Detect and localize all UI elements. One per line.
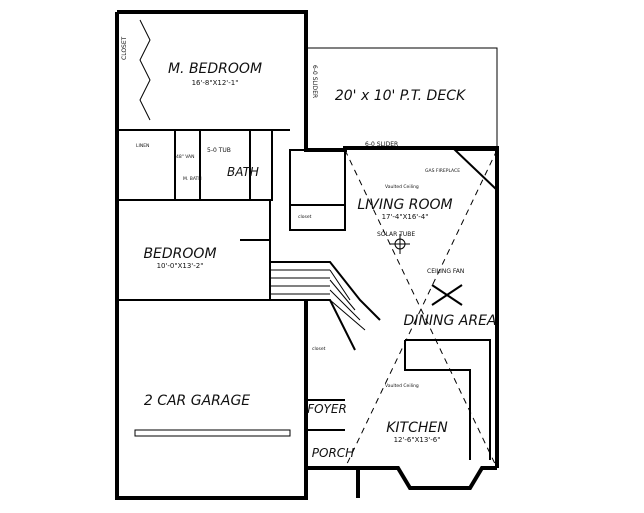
bedroom-dims: 10'-0"X13'-2": [157, 262, 204, 270]
garage-door: [134, 429, 291, 437]
foyer-title: FOYER: [307, 402, 347, 416]
kitchen-ceiling: Vaulted Ceiling: [385, 383, 419, 389]
master-bedroom-title: M. BEDROOM: [168, 61, 262, 77]
closet-label-1: closet: [298, 214, 312, 220]
master-bath-label: M. BATH: [183, 176, 202, 182]
kitchen-dims: 12'-6"X13'-6": [394, 436, 441, 444]
living-room-dims: 17'-4"X16'-4": [382, 213, 429, 221]
slider-vertical-label: 6-0 SLIDER: [311, 65, 318, 98]
vanity-label: 48" VAN: [176, 154, 194, 160]
dining-area-title: DINING AREA: [403, 313, 496, 329]
tub-label: 5-0 TUB: [207, 147, 231, 154]
interior-walls: [116, 129, 498, 460]
bedroom-title: BEDROOM: [143, 246, 216, 262]
ceiling-fan-icon: [431, 284, 463, 306]
garage-title: 2 CAR GARAGE: [144, 393, 250, 409]
living-room-title: LIVING ROOM: [357, 197, 452, 213]
gas-fireplace-label: GAS FIREPLACE: [425, 168, 460, 174]
living-room-ceiling: Vaulted Ceiling: [385, 184, 419, 190]
solar-tube-label: SOLAR TUBE: [377, 231, 415, 238]
kitchen-title: KITCHEN: [386, 420, 448, 436]
porch-title: PORCH: [312, 446, 354, 460]
bath-label: BATH: [227, 165, 259, 179]
ceiling-fan-label: CEILING FAN: [427, 268, 464, 275]
stairs: [270, 269, 366, 331]
solar-tube-icon: [390, 234, 410, 254]
bifold-doors: [139, 19, 151, 121]
linen-label: LINEN: [136, 143, 149, 149]
master-bedroom-dims: 16'-8"X12'-1": [192, 79, 239, 87]
deck-title: 20' x 10' P.T. DECK: [335, 88, 467, 104]
closet-vertical-label: CLOSET: [121, 36, 128, 60]
closet-label-2: closet: [312, 346, 326, 352]
slider-horizontal-label: 6-0 SLIDER: [365, 141, 398, 148]
deck-outline: [306, 47, 498, 148]
vaulted-ceiling-lines: [344, 149, 498, 469]
